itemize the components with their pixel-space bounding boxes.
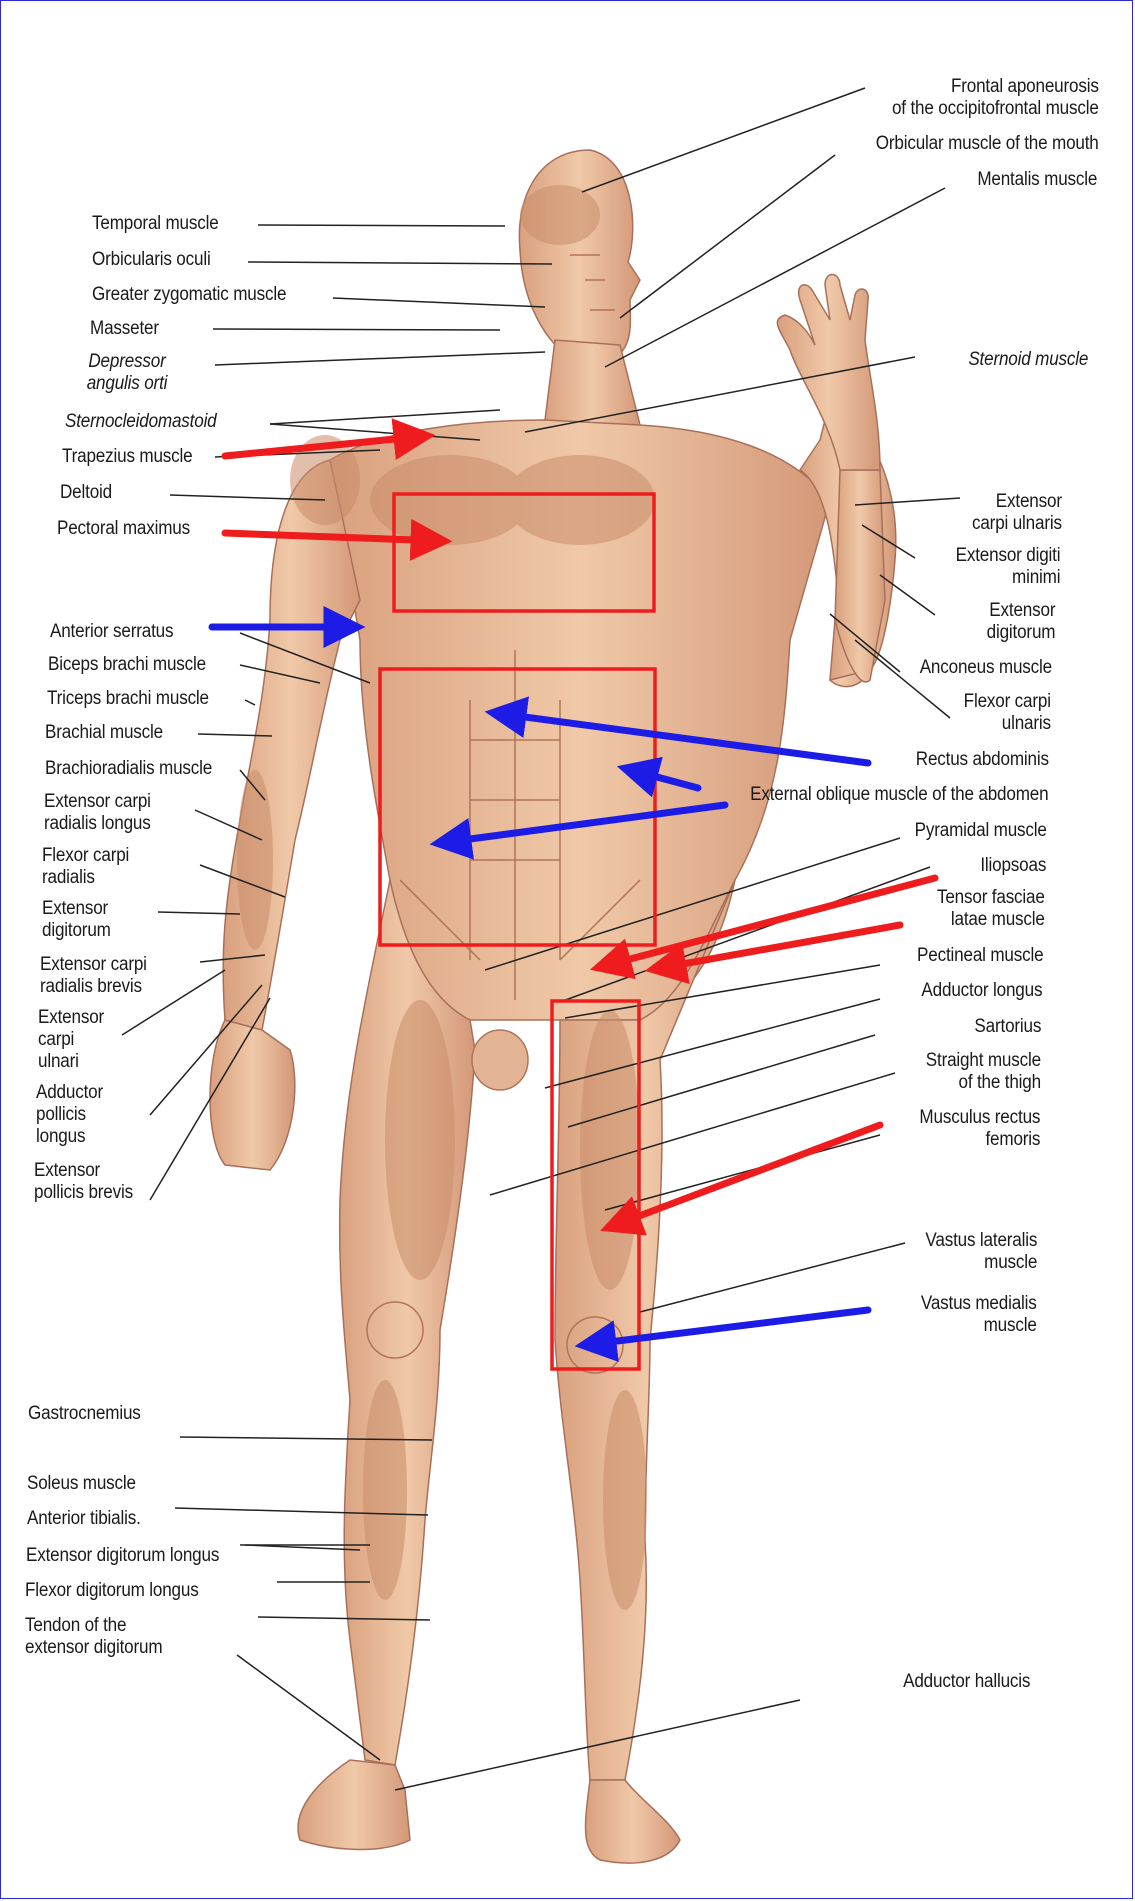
label-tensor-fasciae: Tensor fasciae latae muscle [937, 887, 1045, 931]
temporal-shade [520, 185, 600, 245]
label-gastrocnemius: Gastrocnemius [28, 1403, 141, 1425]
label-adductor-pollicis: Adductor pollicis longus [36, 1082, 103, 1148]
thigh-right-shade [580, 1010, 640, 1290]
label-flexor-carpi-ulnaris: Flexor carpi ulnaris [964, 691, 1051, 735]
label-masseter: Masseter [90, 318, 159, 340]
label-pectoral: Pectoral maximus [57, 518, 190, 540]
label-pectineal: Pectineal muscle [917, 945, 1043, 967]
leader-triceps [245, 700, 255, 705]
leader-frontal [582, 88, 865, 192]
label-adductor-longus: Adductor longus [921, 980, 1042, 1002]
label-orbicular-mouth: Orbicular muscle of the mouth [876, 133, 1099, 155]
label-temporal: Temporal muscle [92, 213, 219, 235]
label-brachial: Brachial muscle [45, 722, 163, 744]
label-external-oblique: External oblique muscle of the abdomen [750, 784, 1048, 806]
label-trapezius: Trapezius muscle [62, 446, 192, 468]
leader-depressor [215, 352, 545, 365]
label-brachioradialis: Brachioradialis muscle [45, 758, 212, 780]
left-arm [223, 460, 360, 1030]
right-foot [586, 1780, 680, 1863]
leader-vastus-lateralis [640, 1243, 905, 1312]
leader-masseter [213, 329, 500, 330]
label-anterior-tibialis: Anterior tibialis. [27, 1508, 141, 1530]
label-soleus: Soleus muscle [27, 1473, 136, 1495]
leader-orbicularis-oculi [248, 262, 552, 264]
label-ext-digitorum-r: Extensor digitorum [986, 600, 1055, 644]
label-deltoid: Deltoid [60, 482, 112, 504]
label-sternoid: Sternoid muscle [968, 349, 1088, 371]
label-rectus-femoris: Musculus rectus femoris [919, 1107, 1040, 1151]
label-depressor: Depressor angulis orti [82, 351, 172, 395]
label-rectus-abdominis: Rectus abdominis [916, 749, 1049, 771]
label-mentalis: Mentalis muscle [977, 169, 1097, 191]
label-ext-dig-longus: Extensor digitorum longus [26, 1545, 219, 1567]
leader-greater-zygomatic [333, 298, 545, 307]
label-anterior-serratus: Anterior serratus [50, 621, 173, 643]
pectoral-right-shade [505, 455, 655, 545]
label-extensor-digitorum-l: Extensor digitorum [42, 898, 111, 942]
label-greater-zygomatic: Greater zygomatic muscle [92, 284, 286, 306]
label-triceps: Triceps brachi muscle [47, 688, 209, 710]
label-pyramidal: Pyramidal muscle [915, 820, 1047, 842]
leader-mentalis [605, 188, 945, 367]
label-sternocleidomastoid: Sternocleidomastoid [65, 411, 217, 433]
label-ecr-brevis: Extensor carpi radialis brevis [40, 954, 147, 998]
label-ext-carpi-ulnaris: Extensor carpi ulnaris [972, 491, 1062, 535]
label-frontal: Frontal aponeurosis of the occipitofront… [892, 76, 1099, 120]
calf-right-shade [603, 1390, 647, 1610]
leader-temporal [258, 225, 505, 226]
thigh-left-shade [385, 1000, 455, 1280]
label-orbicularis-oculi: Orbicularis oculi [92, 249, 211, 271]
left-foot [298, 1760, 410, 1849]
forearm-shade [237, 770, 273, 950]
label-ext-digiti-minimi: Extensor digiti minimi [955, 545, 1060, 589]
label-vastus-lateralis: Vastus lateralis muscle [925, 1230, 1037, 1274]
label-ecr-longus: Extensor carpi radialis longus [44, 791, 151, 835]
label-vastus-medialis: Vastus medialis muscle [921, 1293, 1037, 1337]
leader-sternocleidomastoid-a [270, 410, 500, 424]
left-hand [210, 1020, 295, 1170]
label-straight-thigh: Straight muscle of the thigh [926, 1050, 1041, 1094]
label-flexor-carpi-radialis: Flexor carpi radialis [42, 845, 129, 889]
label-biceps: Biceps brachi muscle [48, 654, 206, 676]
calf-left-shade [363, 1380, 407, 1600]
label-adductor-hallucis: Adductor hallucis [903, 1671, 1030, 1693]
label-sartorius: Sartorius [974, 1016, 1041, 1038]
label-extensor-carpi-ulnari: Extensor carpi ulnari [38, 1007, 104, 1073]
label-extensor-pollicis: Extensor pollicis brevis [34, 1160, 133, 1204]
label-anconeus: Anconeus muscle [920, 657, 1052, 679]
label-tendon-ext-dig: Tendon of the extensor digitorum [25, 1615, 162, 1659]
genitals [472, 1030, 528, 1090]
label-iliopsoas: Iliopsoas [980, 855, 1046, 877]
label-flex-dig-longus: Flexor digitorum longus [25, 1580, 199, 1602]
